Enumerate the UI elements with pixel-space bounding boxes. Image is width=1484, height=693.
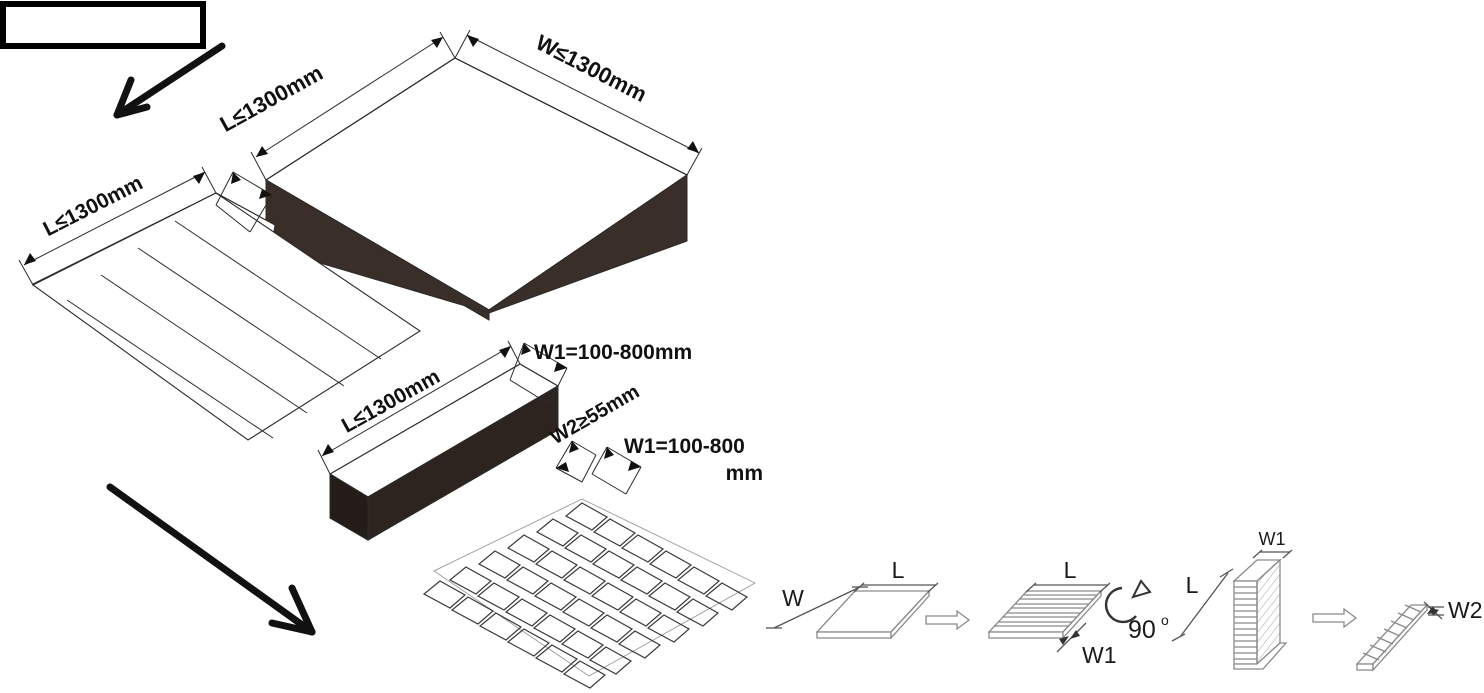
- step2-label-W1: W1: [1082, 642, 1117, 668]
- beam-dim-W1-label: W1=100-800mm: [534, 341, 692, 364]
- main-slab-dim-W-label: W≤1300mm: [532, 30, 651, 107]
- mosaic-base-sheet: [433, 498, 756, 677]
- sliced-panel-cut-2: [137, 247, 345, 387]
- flow-arrow-1: [925, 609, 971, 631]
- mosaic-dim-W2: W2≥55mm: [547, 381, 643, 483]
- rotate-90-symbol: 90 o: [1104, 579, 1169, 644]
- empty-callout-box[interactable]: [0, 1, 206, 49]
- bold-arrow-down-right: [106, 483, 316, 636]
- sliced-panel-main: [31, 192, 422, 441]
- step1-slab-right-edge: [890, 589, 930, 640]
- flow-arrow-2: [1312, 607, 1358, 629]
- step4-strip-front-edge: [1356, 663, 1374, 671]
- sliced-panel-cut-1: [174, 220, 382, 360]
- mosaic-dim-W1-unit: mm: [726, 462, 763, 485]
- main-slab-left-wall: [266, 180, 489, 313]
- step1-label-W: W: [782, 585, 804, 611]
- mosaic-tile-grid: [422, 498, 756, 689]
- step1-label-L: L: [892, 557, 905, 583]
- rotate-angle-value: 90: [1128, 616, 1156, 644]
- mosaic-tiles: [422, 502, 749, 689]
- beam-dim-W1: W1=100-800mm: [509, 341, 692, 405]
- sliced-panel-cut-3: [100, 274, 308, 414]
- step3-stack-base-lip: [1233, 642, 1288, 670]
- rotate-degree-symbol: o: [1161, 612, 1169, 628]
- step2-strips-right-edge: [1062, 589, 1102, 640]
- flow-step-4-final-strip: W2: [1355, 597, 1483, 672]
- bold-arrow-down-left: [113, 42, 226, 119]
- mosaic-dim-W1-label: W1=100-800: [624, 435, 745, 458]
- mosaic-dim-W1: W1=100-800 mm: [591, 435, 763, 495]
- main-slab-dim-L-label: L≤1300mm: [216, 60, 327, 137]
- flow-step-3-rotated-stack: L W1: [1171, 529, 1293, 670]
- cut-strip-beam: [328, 363, 560, 541]
- sliced-panel-dim-L-label: L≤1300mm: [40, 171, 147, 241]
- step3-stack-strip-lines: [1234, 586, 1257, 660]
- main-slab-right-wall: [489, 175, 687, 313]
- main-slab-block: [264, 57, 689, 321]
- step4-strip-right-edge: [1372, 603, 1428, 672]
- flow-step-1-slab: W L: [766, 557, 939, 640]
- step4-segment-lines: [1362, 604, 1422, 661]
- step2-slice-lines: [994, 594, 1097, 627]
- sliced-panel-cut-4: [66, 299, 274, 439]
- sliced-panel: [31, 192, 422, 441]
- step2-label-L: L: [1064, 557, 1077, 583]
- step3-label-W1: W1: [1259, 529, 1286, 549]
- step4-label-W2: W2: [1448, 597, 1483, 623]
- step3-label-L: L: [1186, 572, 1199, 598]
- step2-strips-front-edge: [988, 631, 1064, 639]
- step1-slab-front-edge: [816, 631, 892, 639]
- sliced-panel-corner-dim: [215, 171, 273, 233]
- flow-step-2-strips: L W1: [987, 557, 1117, 668]
